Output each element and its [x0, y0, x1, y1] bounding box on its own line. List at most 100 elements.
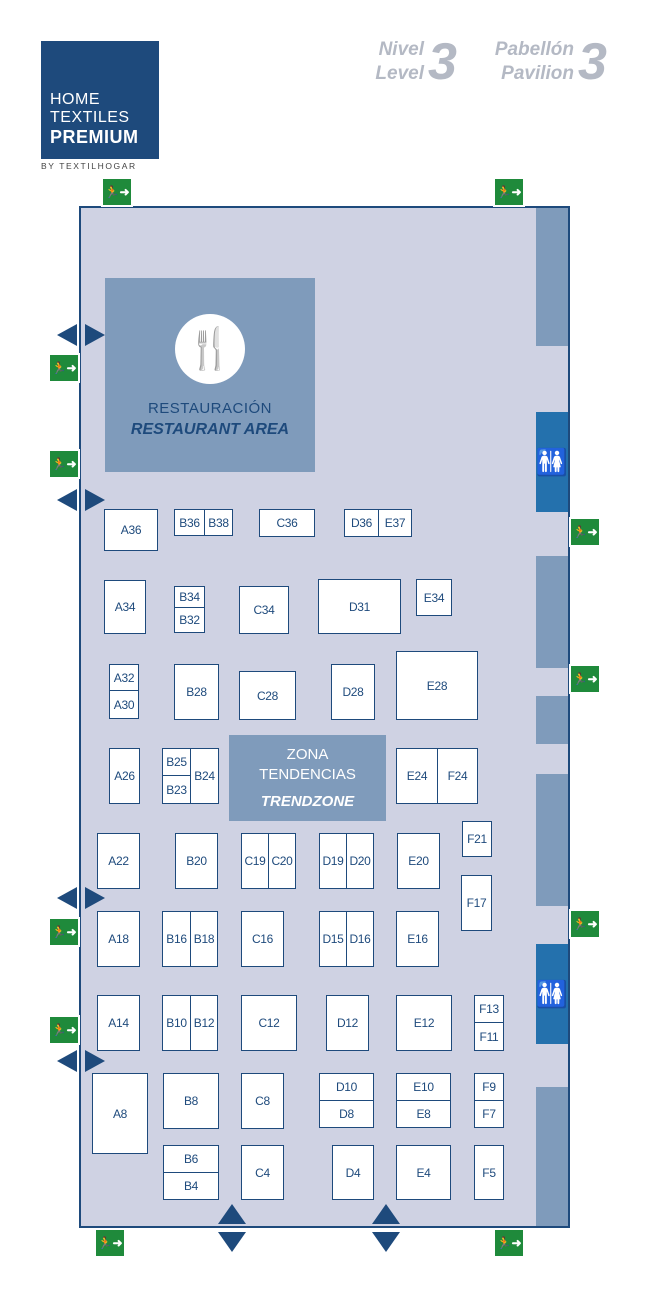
booth[interactable]: A18	[97, 911, 140, 967]
trendzone-line-2: TENDENCIAS	[259, 766, 356, 783]
booth[interactable]: F17	[461, 875, 492, 931]
booth[interactable]: F24	[437, 748, 478, 804]
booth[interactable]: F5	[474, 1145, 504, 1200]
booth[interactable]: D19	[319, 833, 347, 889]
entrance-arrow-icon	[57, 1050, 77, 1072]
booth[interactable]: D12	[326, 995, 369, 1051]
pavilion-number: 3	[578, 33, 607, 91]
booth[interactable]: D4	[332, 1145, 374, 1200]
booth[interactable]: D15	[319, 911, 347, 967]
booth[interactable]: C16	[241, 911, 284, 967]
booth[interactable]: B16	[162, 911, 191, 967]
booth[interactable]: E20	[397, 833, 440, 889]
emergency-exit-icon: 🏃➜	[48, 917, 80, 947]
pavilion-label-es: Pabellón	[494, 39, 574, 60]
entrance-arrow-icon	[85, 1050, 105, 1072]
entrance-arrow-icon	[57, 887, 77, 909]
booth[interactable]: C12	[241, 995, 297, 1051]
booth[interactable]: B38	[204, 509, 233, 536]
logo-line-2: TEXTILES	[50, 109, 130, 126]
booth[interactable]: A36	[104, 509, 158, 551]
wall-block	[536, 556, 568, 668]
booth[interactable]: A22	[97, 833, 140, 889]
booth[interactable]: D8	[319, 1100, 374, 1128]
booth[interactable]: C19	[241, 833, 269, 889]
trendzone-area[interactable]: ZONA TENDENCIAS TRENDZONE	[229, 735, 386, 821]
booth[interactable]: C28	[239, 671, 296, 720]
booth[interactable]: B4	[163, 1172, 219, 1200]
booth[interactable]: A26	[109, 748, 140, 804]
booth[interactable]: C36	[259, 509, 315, 537]
emergency-exit-icon: 🏃➜	[493, 177, 525, 207]
booth[interactable]: E4	[396, 1145, 451, 1200]
emergency-exit-icon: 🏃➜	[101, 177, 133, 207]
booth[interactable]: F9	[474, 1073, 504, 1101]
booth[interactable]: E16	[396, 911, 439, 967]
booth[interactable]: B12	[190, 995, 218, 1051]
level-label-en: Level	[375, 63, 424, 84]
entrance-arrow-icon	[218, 1232, 246, 1252]
booth[interactable]: B6	[163, 1145, 219, 1173]
booth[interactable]: F21	[462, 821, 492, 857]
booth[interactable]: B32	[174, 607, 205, 633]
booth[interactable]: A8	[92, 1073, 148, 1154]
level-label: Nivel Level	[352, 38, 424, 86]
booth[interactable]: D36	[344, 509, 379, 537]
booth[interactable]: B23	[162, 775, 191, 804]
restaurant-area[interactable]: 🍴 RESTAURACIÓN RESTAURANT AREA	[105, 278, 315, 472]
booth[interactable]: A30	[109, 690, 139, 719]
booth[interactable]: B8	[163, 1073, 219, 1129]
toilets-icon: 🚻	[536, 412, 568, 512]
booth[interactable]: B24	[190, 748, 219, 804]
booth[interactable]: A14	[97, 995, 140, 1051]
booth[interactable]: E10	[396, 1073, 451, 1101]
restaurant-label-es: RESTAURACIÓN	[147, 400, 273, 417]
booth[interactable]: E12	[396, 995, 452, 1051]
booth[interactable]: E37	[378, 509, 412, 537]
booth[interactable]: B10	[162, 995, 191, 1051]
booth[interactable]: F13	[474, 995, 504, 1023]
emergency-exit-icon: 🏃➜	[493, 1228, 525, 1258]
trendzone-line-3: TRENDZONE	[260, 793, 355, 810]
booth[interactable]: B20	[175, 833, 218, 889]
booth[interactable]: D16	[346, 911, 374, 967]
booth[interactable]: F7	[474, 1100, 504, 1128]
booth[interactable]: B36	[174, 509, 205, 536]
booth[interactable]: B28	[174, 664, 219, 720]
entrance-arrow-icon	[57, 489, 77, 511]
booth[interactable]: E34	[416, 579, 452, 616]
restaurant-label-en: RESTAURANT AREA	[130, 421, 290, 438]
emergency-exit-icon: 🏃➜	[94, 1228, 126, 1258]
level-label-es: Nivel	[378, 39, 424, 60]
booth[interactable]: D28	[331, 664, 375, 720]
entrance-arrow-icon	[218, 1204, 246, 1224]
pavilion-label: Pabellón Pavilion	[468, 38, 574, 86]
logo-subtitle: BY TEXTILHOGAR	[41, 161, 137, 171]
booth[interactable]: C8	[241, 1073, 284, 1129]
wall-block	[536, 208, 568, 346]
booth[interactable]: B34	[174, 586, 205, 608]
booth[interactable]: D20	[346, 833, 374, 889]
booth[interactable]: E24	[396, 748, 438, 804]
wall-block	[536, 1087, 568, 1226]
wall-block	[536, 774, 568, 906]
booth[interactable]: A34	[104, 580, 146, 634]
booth[interactable]: A32	[109, 664, 139, 691]
booth[interactable]: E8	[396, 1100, 451, 1128]
pavilion-label-en: Pavilion	[501, 63, 574, 84]
booth[interactable]: E28	[396, 651, 478, 720]
level-number: 3	[428, 33, 457, 91]
booth[interactable]: D31	[318, 579, 401, 634]
booth[interactable]: B18	[190, 911, 218, 967]
booth[interactable]: C34	[239, 586, 289, 634]
entrance-arrow-icon	[85, 489, 105, 511]
booth[interactable]: C4	[241, 1145, 284, 1200]
booth[interactable]: F11	[474, 1022, 504, 1051]
booth[interactable]: C20	[268, 833, 296, 889]
booth[interactable]: D10	[319, 1073, 374, 1101]
logo-line-1: HOME	[50, 91, 100, 108]
booth[interactable]: B25	[162, 748, 191, 776]
emergency-exit-icon: 🏃➜	[48, 1015, 80, 1045]
home-textiles-premium-logo: HOME TEXTILES PREMIUM	[41, 41, 159, 159]
logo-line-3: PREMIUM	[50, 127, 139, 147]
